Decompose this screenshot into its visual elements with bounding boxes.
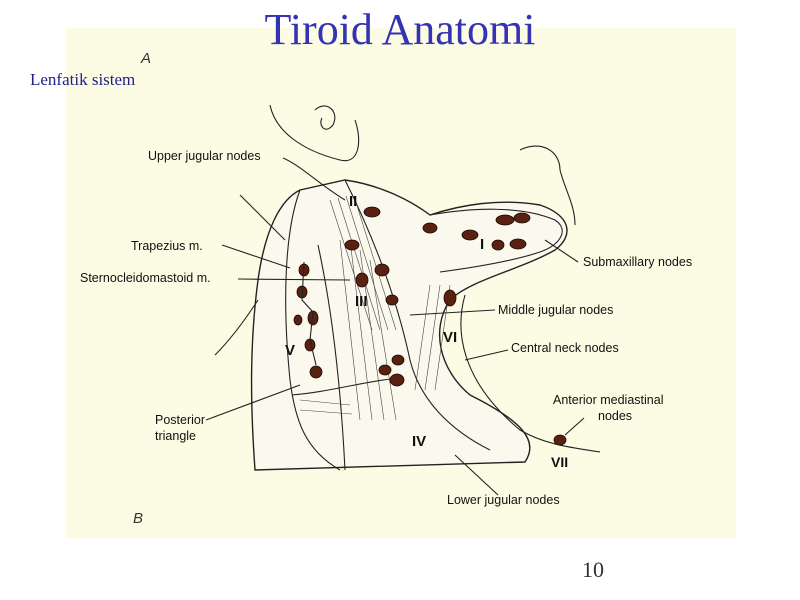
- label-lower-jugular-nodes: Lower jugular nodes: [447, 493, 560, 507]
- label-anterior-mediastinal-line2: nodes: [598, 409, 632, 423]
- label-submaxillary-nodes: Submaxillary nodes: [583, 255, 692, 269]
- label-trapezius-muscle: Trapezius m.: [131, 239, 203, 253]
- label-central-neck-nodes: Central neck nodes: [511, 341, 619, 355]
- slide-title: Tiroid Anatomi: [264, 5, 536, 54]
- page-number: 10: [582, 557, 604, 582]
- level-i: I: [480, 236, 484, 253]
- level-iii: III: [355, 293, 368, 310]
- midline: [460, 294, 601, 453]
- scm-border-left: [317, 244, 346, 471]
- level-v: V: [285, 342, 295, 359]
- neck-outline: [250, 179, 568, 471]
- mandible: [429, 208, 563, 273]
- head-contour: [269, 104, 576, 226]
- trapezius-border: [285, 189, 341, 471]
- label-anterior-mediastinal-line1: Anterior mediastinal: [553, 393, 663, 407]
- label-posterior-triangle-line2: triangle: [155, 429, 196, 443]
- back-contour: [214, 194, 286, 356]
- label-upper-jugular-nodes: Upper jugular nodes: [148, 149, 261, 163]
- label-posterior-triangle-line1: Posterior: [155, 413, 205, 427]
- panel-label-a: A: [140, 50, 151, 67]
- panel-label-b: B: [133, 510, 143, 527]
- scm-striations: [299, 195, 451, 421]
- label-middle-jugular-nodes: Middle jugular nodes: [498, 303, 613, 317]
- lymph-nodes: [293, 206, 567, 446]
- scm-border-right: [344, 179, 491, 451]
- level-ii: II: [349, 193, 357, 210]
- level-vi: VI: [443, 329, 457, 346]
- slide-subtitle: Lenfatik sistem: [30, 70, 136, 89]
- level-iv: IV: [412, 433, 426, 450]
- level-vii: VII: [551, 454, 568, 470]
- ear-line: [314, 105, 336, 130]
- label-sternocleidomastoid-muscle: Sternocleidomastoid m.: [80, 271, 211, 285]
- leader-lines: [205, 157, 585, 496]
